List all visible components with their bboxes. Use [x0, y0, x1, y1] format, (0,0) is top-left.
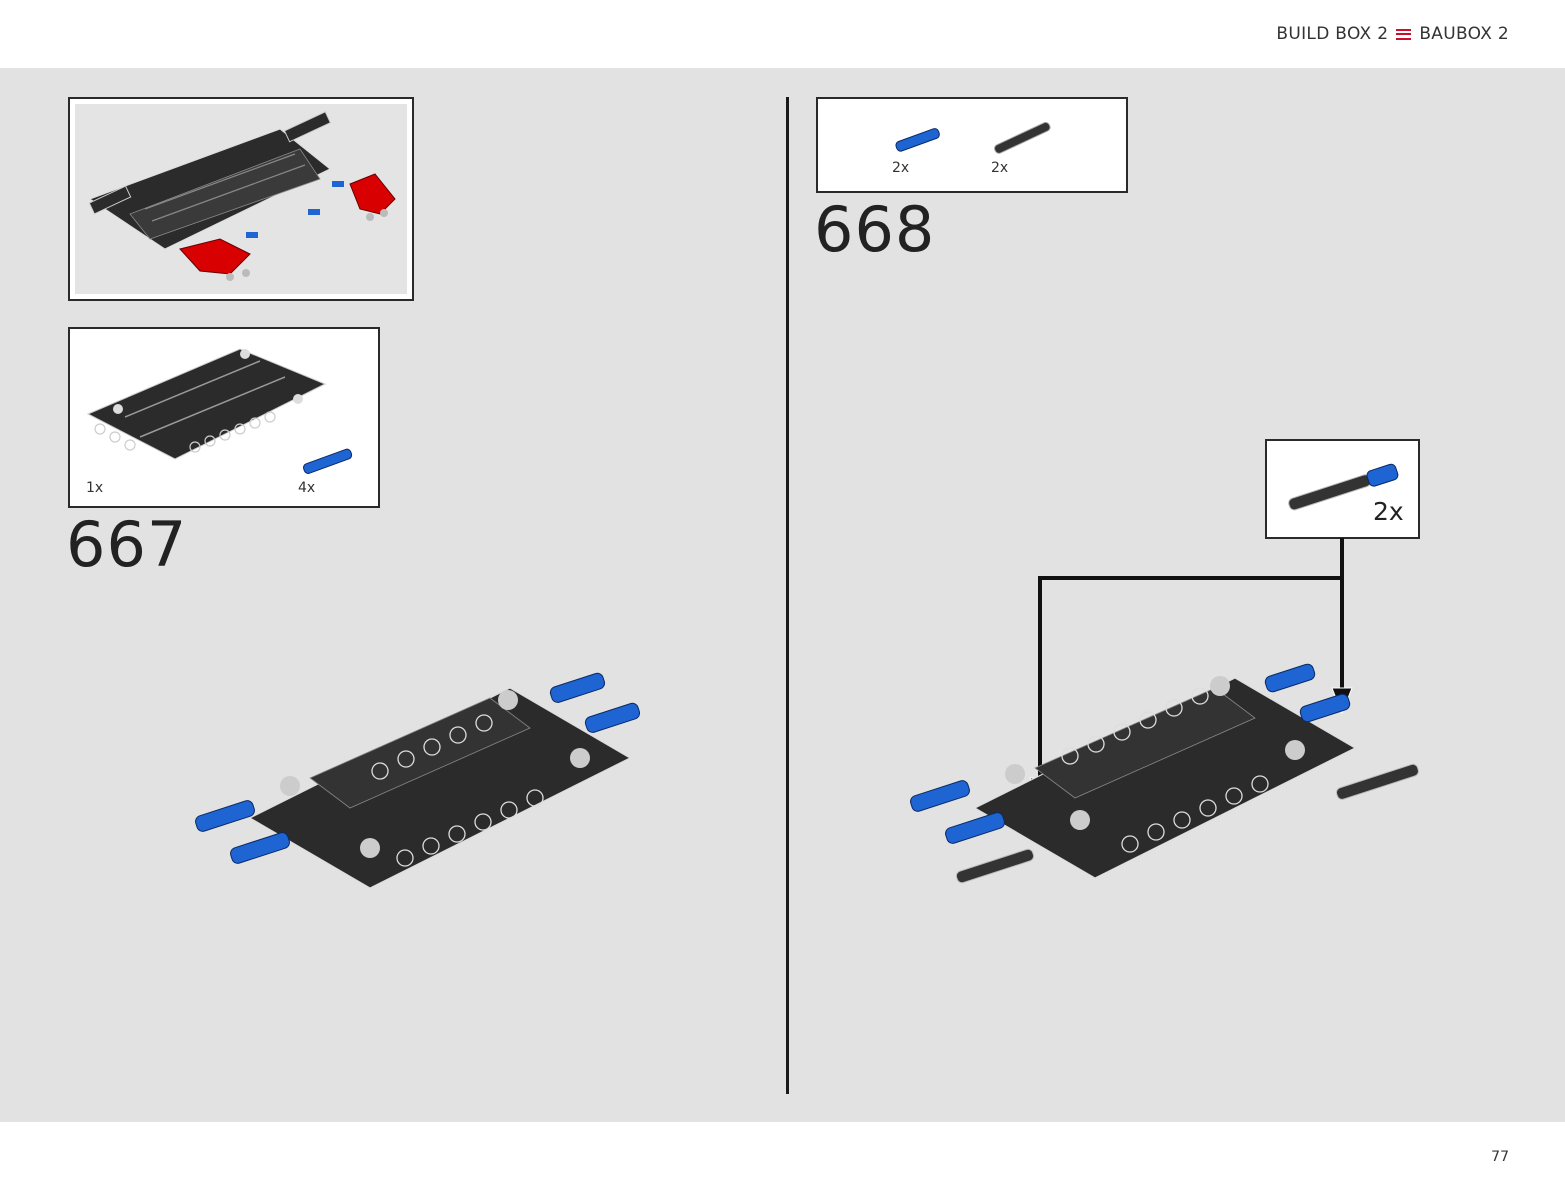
header-title-de: BAUBOX 2	[1419, 24, 1509, 44]
header-title: BUILD BOX 2 BAUBOX 2	[1276, 24, 1509, 44]
overview-assembly-illustration	[88, 111, 396, 281]
step-667-assembly-illustration	[195, 672, 641, 889]
part-qty: 4x	[298, 480, 316, 496]
axle-pin-blue-end-icon	[1288, 463, 1399, 511]
beam-frame-part-icon	[86, 348, 327, 460]
menu-icon	[1396, 28, 1412, 40]
step-number-667: 667	[66, 508, 188, 581]
header-title-en: BUILD BOX 2	[1276, 24, 1389, 44]
part-qty: 2x	[892, 160, 910, 176]
parts-list-667: 1x 4x	[68, 327, 380, 508]
parts-list-668: 2x 2x	[816, 97, 1128, 193]
instruction-canvas: 1x 4x 667	[0, 68, 1565, 1122]
blue-pin-part-icon	[303, 448, 353, 474]
sub-callout: 2x	[1265, 439, 1420, 539]
part-qty: 1x	[86, 480, 104, 496]
overview-callout	[68, 97, 414, 301]
part-qty: 2x	[991, 160, 1009, 176]
step-668-assembly-illustration	[910, 663, 1419, 884]
page-footer: 77	[0, 1122, 1565, 1191]
page-divider	[786, 97, 789, 1094]
black-axle-pin-part-icon	[994, 121, 1051, 154]
step-number-668: 668	[814, 193, 936, 266]
callout-qty: 2x	[1373, 497, 1404, 526]
page-header: BUILD BOX 2 BAUBOX 2	[0, 0, 1565, 68]
page-number: 77	[1491, 1149, 1509, 1165]
blue-pin-part-icon	[895, 128, 940, 152]
